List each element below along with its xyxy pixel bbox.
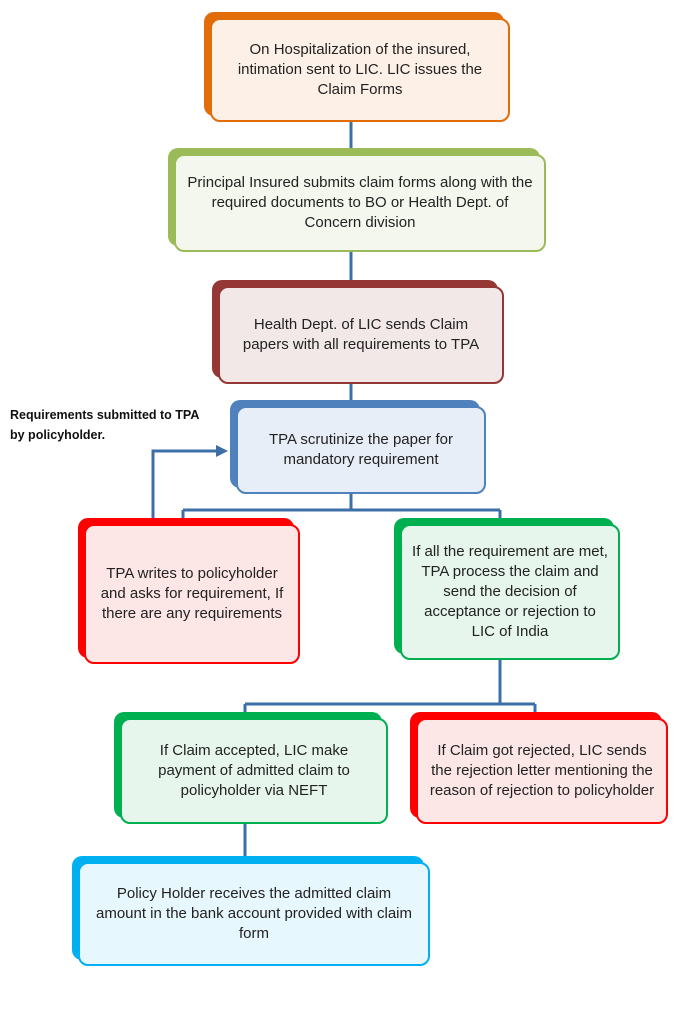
node-text: Principal Insured submits claim forms al… <box>187 174 533 231</box>
node-box: Principal Insured submits claim forms al… <box>174 154 546 252</box>
node-box: Policy Holder receives the admitted clai… <box>78 862 430 966</box>
node-tpa-scrutinize: TPA scrutinize the paper for mandatory r… <box>230 400 486 494</box>
node-box: On Hospitalization of the insured, intim… <box>210 18 510 122</box>
node-submit-forms: Principal Insured submits claim forms al… <box>168 148 546 252</box>
node-hospitalization: On Hospitalization of the insured, intim… <box>204 12 510 122</box>
node-text: On Hospitalization of the insured, intim… <box>237 41 483 98</box>
node-text: If all the requirement are met, TPA proc… <box>412 543 608 640</box>
node-box: TPA scrutinize the paper for mandatory r… <box>236 406 486 494</box>
node-box: Health Dept. of LIC sends Claim papers w… <box>218 286 504 384</box>
node-box: If Claim got rejected, LIC sends the rej… <box>416 718 668 824</box>
node-amount-received: Policy Holder receives the admitted clai… <box>72 856 430 966</box>
node-text: TPA scrutinize the paper for mandatory r… <box>269 431 453 468</box>
feedback-line <box>151 449 220 518</box>
side-label-requirements-submitted: Requirements submitted to TPA by policyh… <box>10 408 199 442</box>
node-text: Health Dept. of LIC sends Claim papers w… <box>242 316 480 353</box>
node-health-dept: Health Dept. of LIC sends Claim papers w… <box>212 280 504 384</box>
node-requirements-met: If all the requirement are met, TPA proc… <box>394 518 620 660</box>
node-text: If Claim accepted, LIC make payment of a… <box>158 742 350 799</box>
node-tpa-writes: TPA writes to policyholder and asks for … <box>78 518 300 664</box>
node-claim-rejected: If Claim got rejected, LIC sends the rej… <box>410 712 668 824</box>
node-box: If all the requirement are met, TPA proc… <box>400 524 620 660</box>
node-text: If Claim got rejected, LIC sends the rej… <box>429 742 655 799</box>
node-claim-accepted: If Claim accepted, LIC make payment of a… <box>114 712 388 824</box>
connector-branch-6 <box>243 660 537 712</box>
node-text: TPA writes to policyholder and asks for … <box>100 565 284 622</box>
node-box: TPA writes to policyholder and asks for … <box>84 524 300 664</box>
node-text: Policy Holder receives the admitted clai… <box>95 885 412 942</box>
feedback-arrowhead <box>216 445 228 457</box>
node-box: If Claim accepted, LIC make payment of a… <box>120 718 388 824</box>
connector-branch-4 <box>181 494 502 518</box>
